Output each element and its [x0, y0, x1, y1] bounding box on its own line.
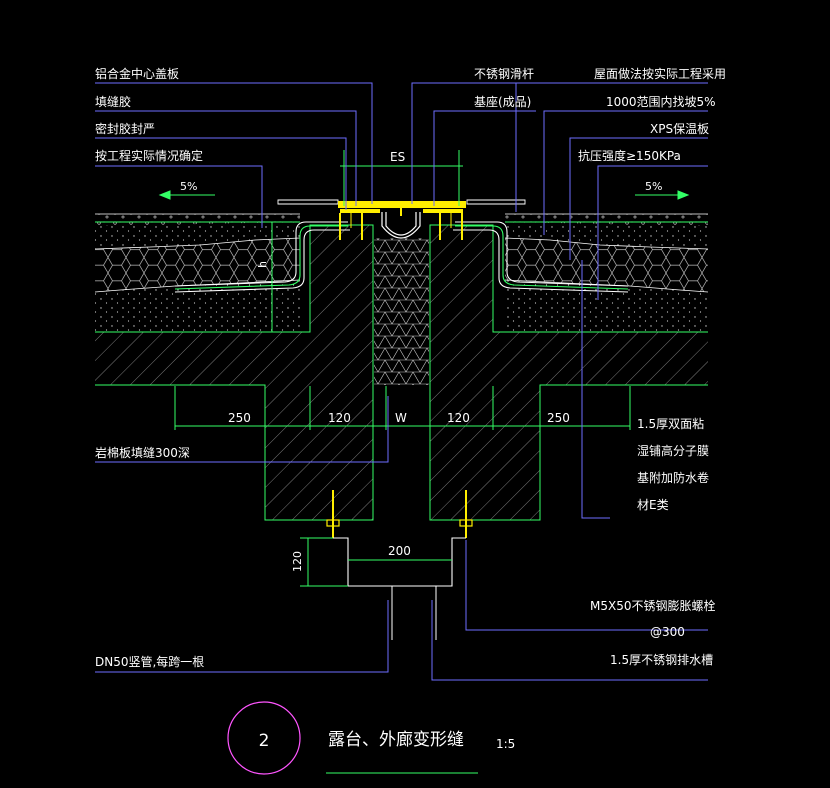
roof-layers-right — [504, 213, 709, 332]
dim-right-250: 250 — [547, 411, 570, 425]
cover-plate-assembly — [277, 199, 526, 240]
label-bolt: M5X50不锈钢膨胀螺栓 — [590, 598, 715, 613]
slope-arrows — [158, 190, 690, 200]
leader-lines — [95, 82, 708, 681]
label-slide-bar: 不锈钢滑杆 — [474, 67, 534, 81]
es-dimension — [340, 150, 463, 206]
rock-wool-filler — [374, 238, 429, 385]
detail-number: 2 — [259, 731, 270, 751]
waterproof-membranes — [95, 221, 708, 293]
label-per-project: 按工程实际情况确定 — [95, 148, 203, 163]
slope-left-label: 5% — [180, 180, 197, 193]
label-membrane-2: 湿铺高分子膜 — [637, 443, 709, 458]
drainage-trough — [333, 537, 466, 587]
dim-left-120: 120 — [328, 411, 351, 425]
roof-layers-left — [94, 213, 301, 332]
dim-bottom-120: 120 — [291, 551, 304, 572]
width-dimensions — [174, 386, 631, 430]
label-bolt-spacing: @300 — [650, 625, 685, 639]
label-rock-wool: 岩棉板填缝300深 — [95, 445, 190, 460]
label-trough: 1.5厚不锈钢排水槽 — [610, 653, 713, 667]
label-xps: XPS保温板 — [650, 122, 709, 136]
label-roof-method: 屋面做法按实际工程采用 — [594, 66, 726, 81]
detail-title: 露台、外廊变形缝 — [328, 730, 464, 750]
label-membrane-3: 基附加防水卷 — [637, 470, 709, 485]
dim-right-120: 120 — [447, 411, 470, 425]
label-seal: 密封胶封严 — [95, 121, 155, 136]
slope-right-label: 5% — [645, 180, 662, 193]
label-cover-plate: 铝合金中心盖板 — [95, 66, 179, 81]
label-membrane-1: 1.5厚双面粘 — [637, 416, 704, 431]
h-label: h — [256, 261, 269, 268]
es-label: ES — [390, 150, 405, 164]
label-sealant: 填缝胶 — [95, 94, 131, 109]
label-downpipe: DN50竖管,每跨一根 — [95, 654, 204, 669]
detail-scale: 1:5 — [496, 737, 515, 751]
label-membrane-4: 材E类 — [637, 498, 669, 512]
anchor-bolts — [326, 490, 473, 538]
dim-w: W — [395, 411, 407, 425]
label-base: 基座(成品) — [474, 94, 531, 109]
detail-number-circle — [227, 701, 301, 775]
dim-bottom-200: 200 — [388, 544, 411, 558]
label-slope: 1000范围内找坡5% — [606, 95, 716, 109]
downpipe — [391, 586, 437, 640]
dim-left-250: 250 — [228, 411, 251, 425]
label-strength: 抗压强度≥150KPa — [578, 148, 681, 163]
